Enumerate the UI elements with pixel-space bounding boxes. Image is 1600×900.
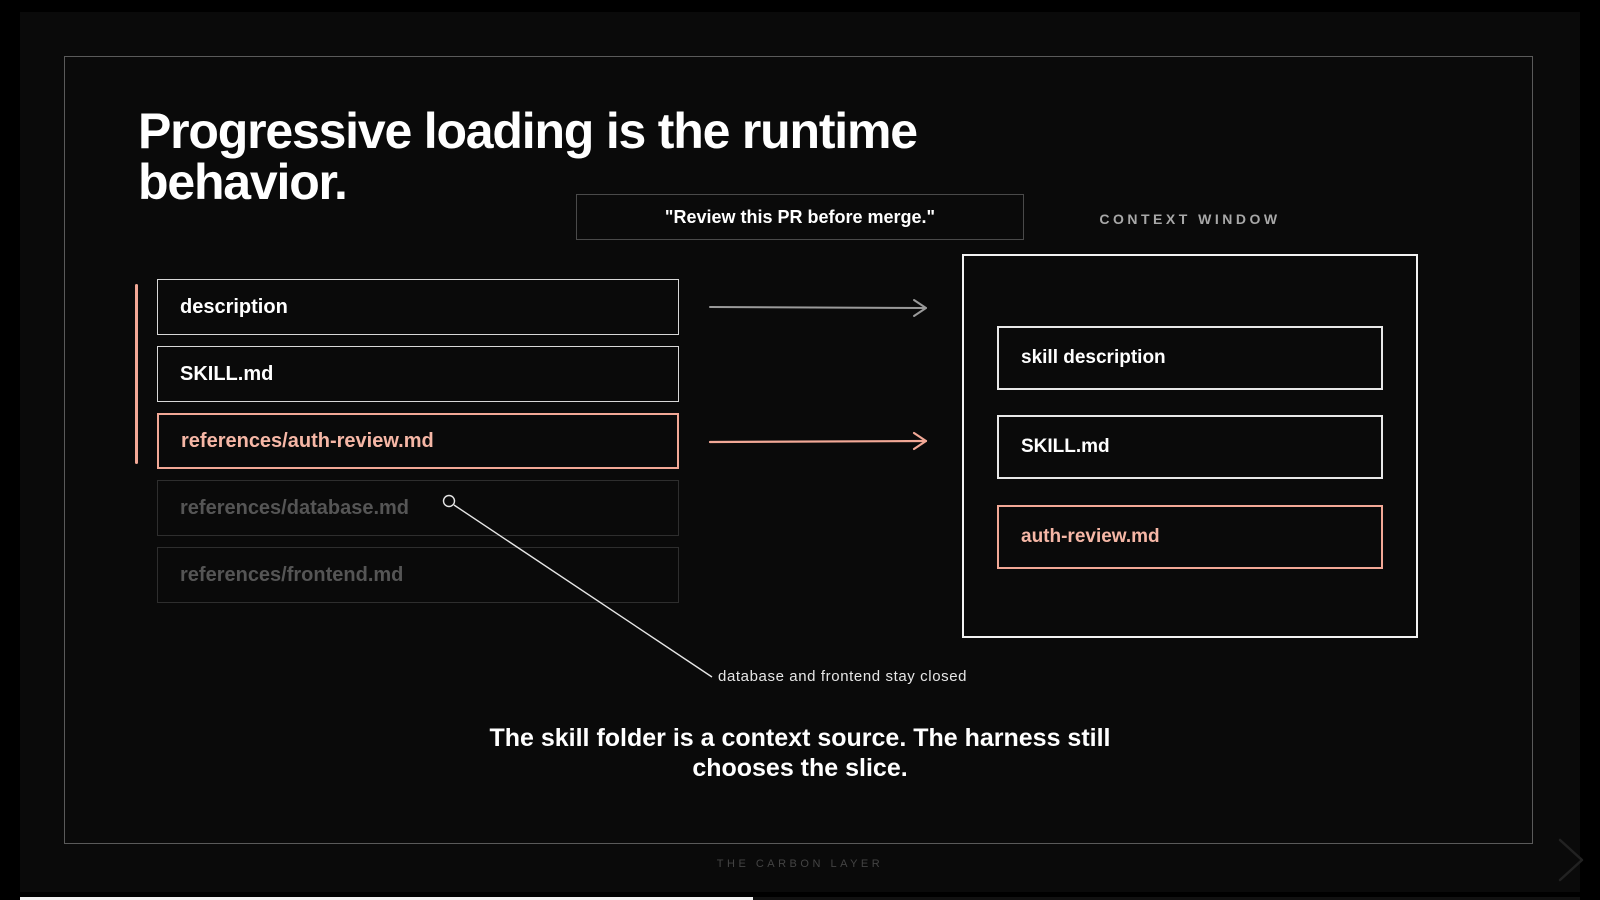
skill-file-label: references/frontend.md bbox=[180, 563, 404, 586]
skill-file-label: references/auth-review.md bbox=[181, 429, 434, 452]
context-item-auth-review: auth-review.md bbox=[997, 505, 1383, 569]
chevron-right-icon bbox=[1558, 838, 1584, 882]
context-window-label: CONTEXT WINDOW bbox=[1099, 211, 1281, 227]
skill-file-database: references/database.md bbox=[157, 480, 679, 536]
context-item-label: auth-review.md bbox=[1021, 526, 1160, 547]
skill-file-frontend: references/frontend.md bbox=[157, 547, 679, 603]
context-item-label: SKILL.md bbox=[1021, 436, 1110, 457]
context-item-skill-md: SKILL.md bbox=[997, 415, 1383, 479]
slide-frame bbox=[64, 56, 1533, 844]
deck-progress-bar bbox=[20, 897, 1580, 900]
loaded-files-rail bbox=[135, 284, 138, 464]
context-item-label: skill description bbox=[1021, 347, 1166, 368]
slide-stage bbox=[20, 12, 1580, 892]
deck-progress-fill bbox=[20, 897, 754, 900]
skill-file-skill-md: SKILL.md bbox=[157, 346, 679, 402]
user-prompt-text: "Review this PR before merge." bbox=[664, 206, 936, 227]
user-prompt-box: "Review this PR before merge." bbox=[576, 194, 1024, 240]
skill-file-label: references/database.md bbox=[180, 496, 410, 519]
slide-conclusion: The skill folder is a context source. Th… bbox=[489, 724, 1111, 782]
skill-file-label: SKILL.md bbox=[180, 362, 274, 385]
skill-file-description: description bbox=[157, 279, 679, 335]
context-item-skill-description: skill description bbox=[997, 326, 1383, 390]
next-slide-button[interactable] bbox=[1552, 836, 1592, 884]
slide-title: Progressive loading is the runtime behav… bbox=[138, 103, 918, 210]
skill-file-auth-review: references/auth-review.md bbox=[157, 413, 679, 469]
skill-file-label: description bbox=[180, 295, 288, 318]
callout-annotation: database and frontend stay closed bbox=[718, 668, 968, 685]
slide-footer: THE CARBON LAYER bbox=[716, 858, 884, 870]
context-window-box bbox=[962, 254, 1418, 638]
